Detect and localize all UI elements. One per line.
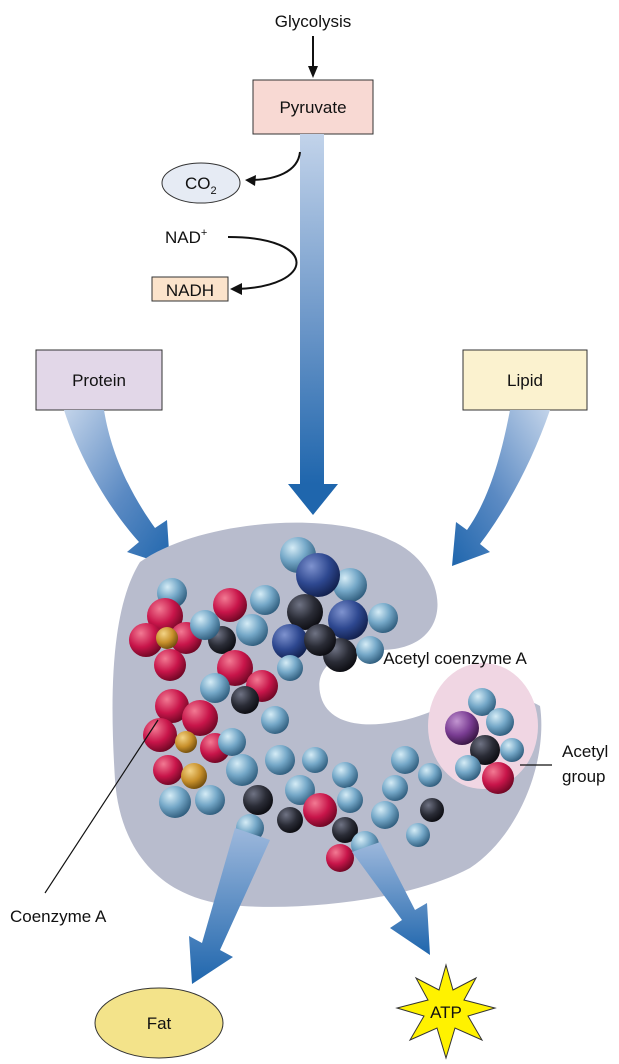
protein-arrow (64, 410, 170, 566)
protein-box (35, 349, 163, 411)
pyruvate-down-arrow (288, 134, 338, 515)
acetyl-group-label-line1: Acetyl (562, 742, 608, 761)
protein-label: Protein (72, 371, 126, 390)
co2-label: CO2 (185, 174, 217, 197)
pyruvate-label: Pyruvate (279, 98, 346, 117)
nadh-box (151, 276, 229, 302)
acetyl-coa-label: Acetyl coenzyme A (383, 649, 527, 668)
atp-starburst (395, 963, 497, 1060)
lipid-box (462, 349, 588, 411)
acetyl-group-halo (428, 663, 538, 789)
fat-label: Fat (147, 1014, 172, 1033)
coenzyme-a-label: Coenzyme A (10, 907, 107, 926)
acetyl-group-label-line2: group (562, 767, 605, 786)
coenzyme-a-molecule-model (129, 537, 524, 872)
atp-label: ATP (430, 1003, 462, 1022)
nadh-label: NADH (166, 281, 214, 300)
atp-arrow (352, 842, 430, 955)
co2-release-arrow (245, 151, 301, 186)
nad-label: NAD+ (165, 227, 207, 247)
lipid-arrow (452, 410, 550, 566)
coenzyme-a-pointer (44, 719, 159, 894)
lipid-label: Lipid (507, 371, 543, 390)
co2-bubble (161, 162, 241, 204)
fat-bubble (94, 987, 224, 1059)
glycolysis-label: Glycolysis (275, 12, 352, 31)
glycolysis-arrow (308, 36, 318, 78)
fat-arrow (189, 828, 270, 984)
nad-to-nadh-arrow (227, 236, 298, 295)
